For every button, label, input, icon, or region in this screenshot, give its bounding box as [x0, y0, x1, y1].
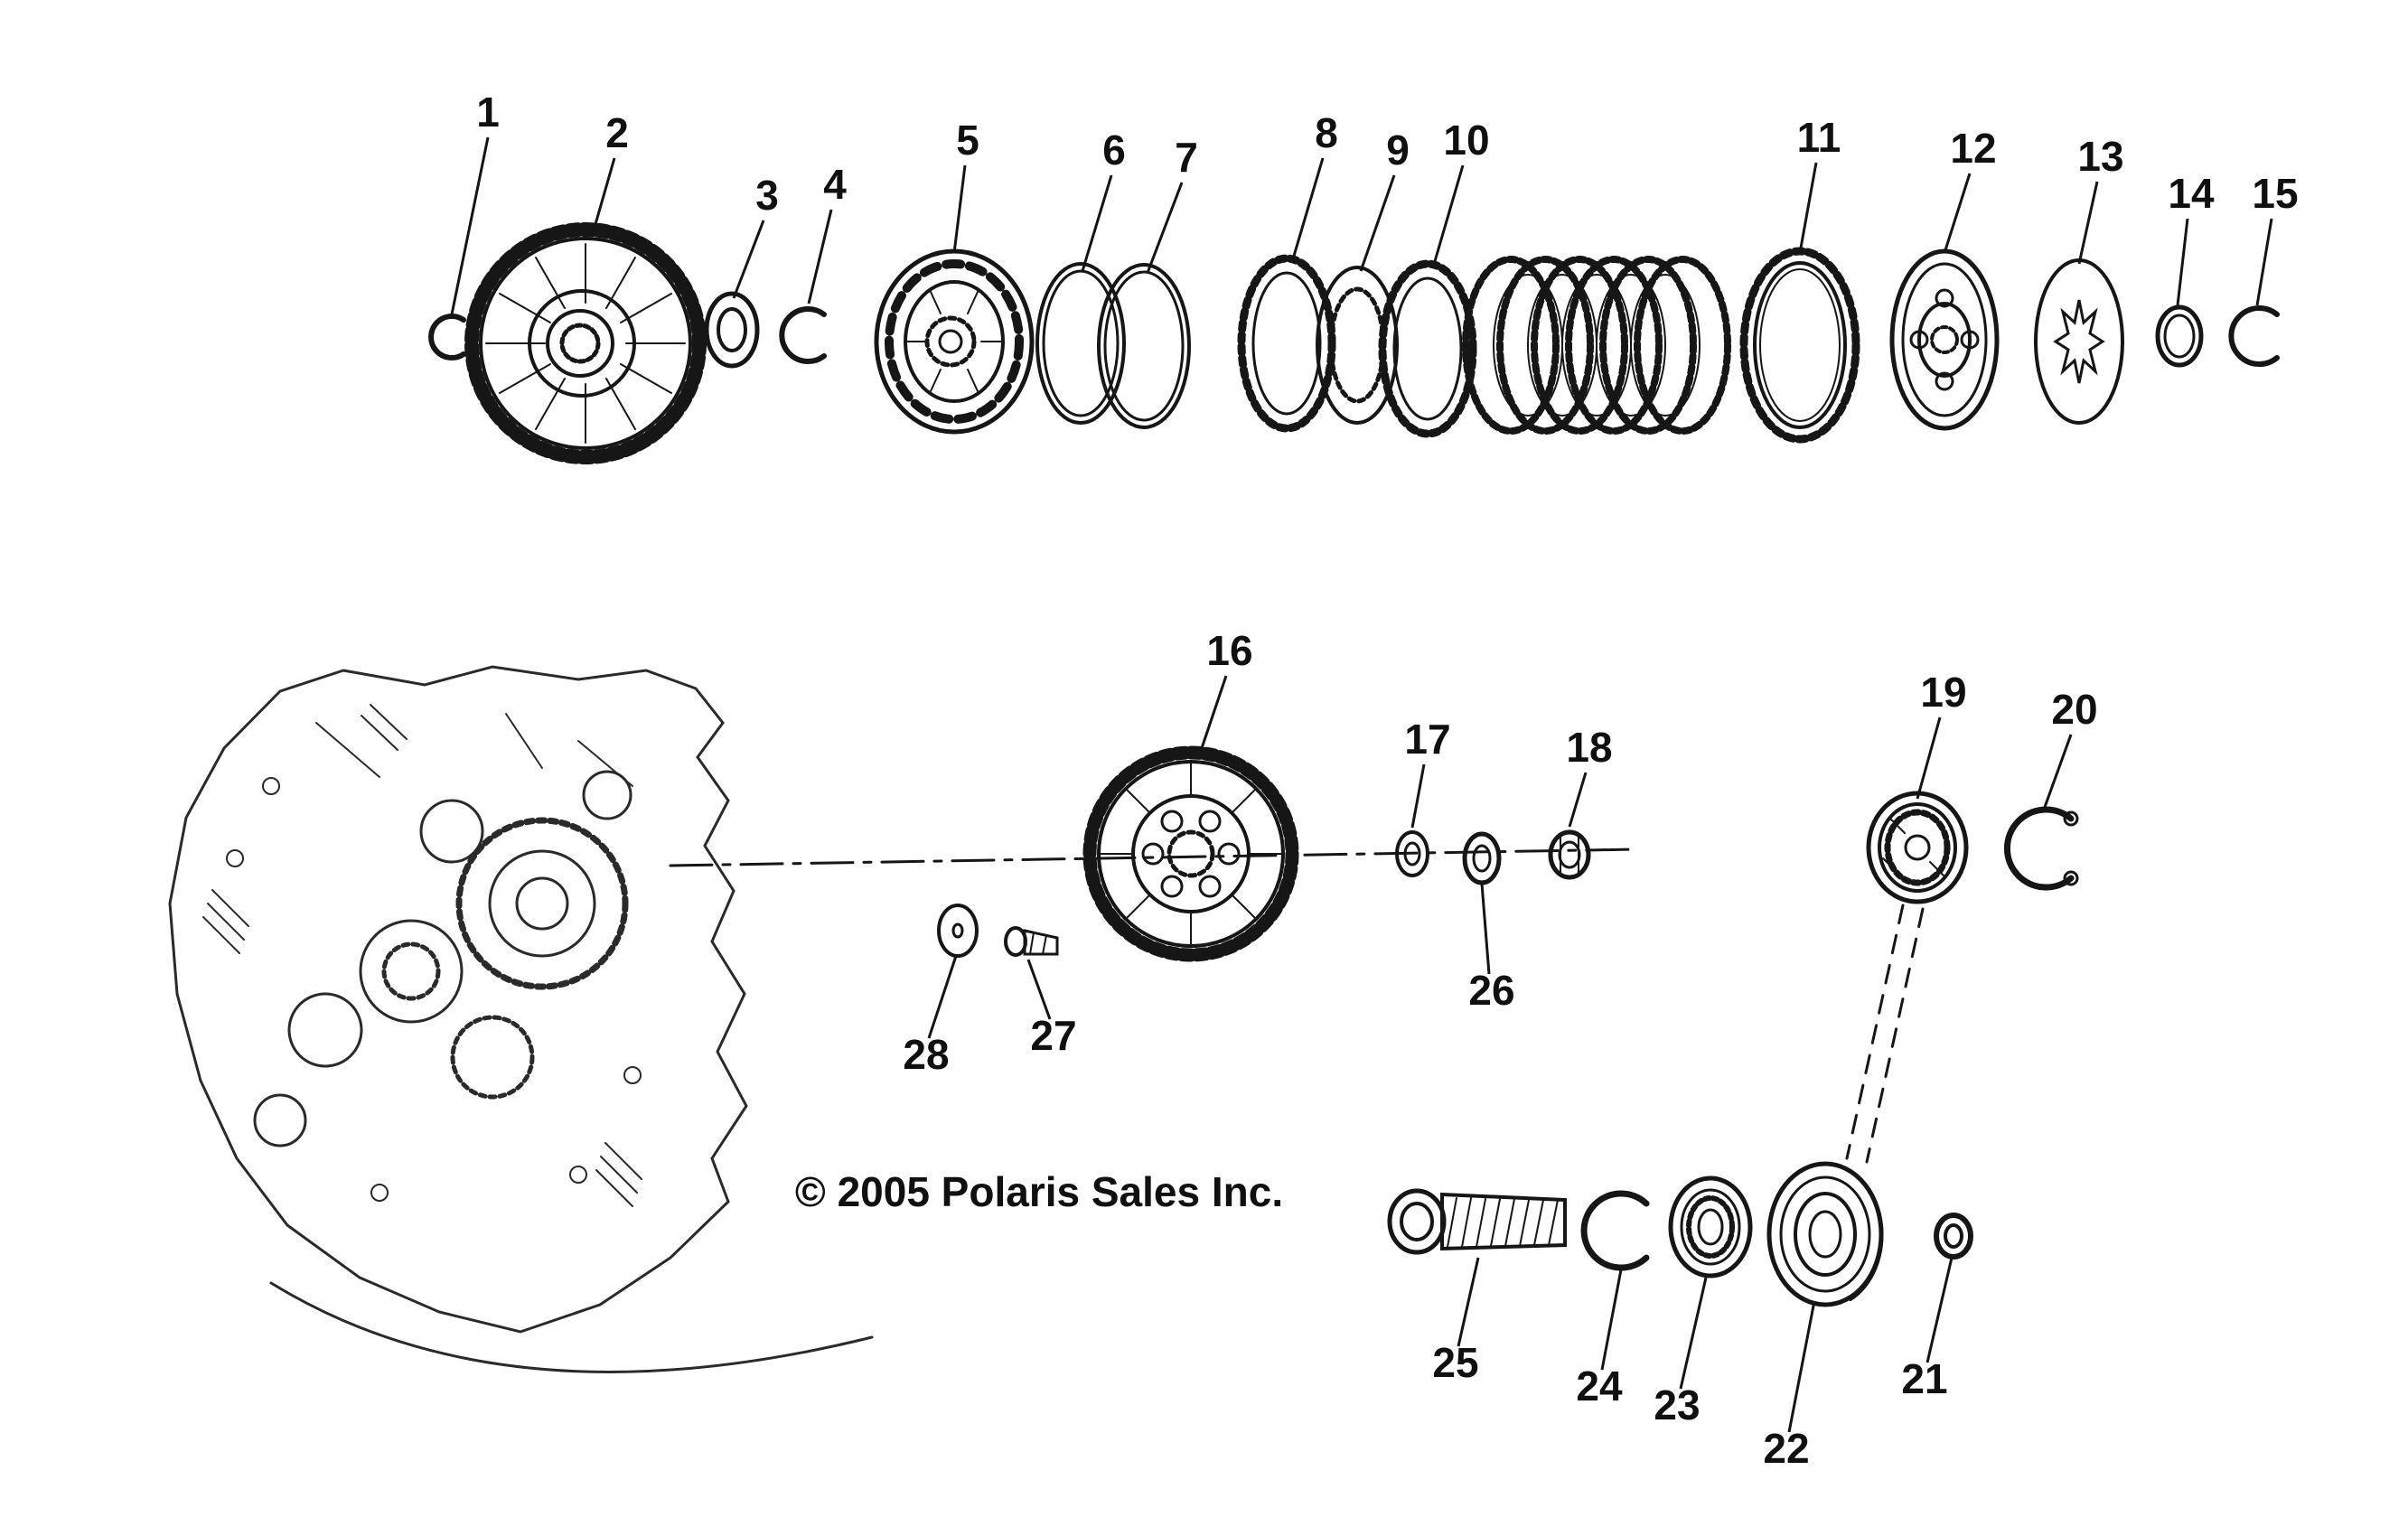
part-6-ring — [1035, 262, 1126, 425]
leader-26 — [1480, 883, 1491, 975]
callout-7: 7 — [1175, 134, 1198, 181]
callout-17: 17 — [1404, 716, 1450, 763]
callout-28: 28 — [903, 1031, 949, 1078]
callout-26: 26 — [1468, 967, 1514, 1014]
leader-7 — [1146, 182, 1184, 274]
callout-24: 24 — [1576, 1363, 1623, 1410]
part-27-bolt — [1004, 926, 1059, 957]
leader-5 — [952, 164, 967, 254]
part-17-washer — [1395, 830, 1429, 877]
leader-21 — [1925, 1257, 1954, 1363]
callout-23: 23 — [1654, 1381, 1700, 1428]
callout-10: 10 — [1443, 117, 1489, 164]
leader-6 — [1081, 174, 1113, 272]
callout-27: 27 — [1030, 1012, 1076, 1059]
leader-9 — [1359, 174, 1396, 272]
part-4-snap-ring — [779, 306, 827, 364]
callouts: 1 2 3 4 5 6 7 8 9 10 11 12 13 14 15 16 1… — [476, 89, 2298, 1472]
leader-15 — [2255, 218, 2273, 306]
leader-17 — [1410, 763, 1426, 829]
leader-13 — [2077, 181, 2099, 265]
part-5-clutch-basket-hub — [874, 248, 1035, 435]
leader-10 — [1431, 164, 1465, 268]
callout-19: 19 — [1920, 669, 1966, 716]
part-15-snap-ring — [2228, 305, 2280, 367]
leader-lines — [450, 136, 2273, 1433]
leader-24 — [1600, 1264, 1624, 1371]
leader-11 — [1798, 162, 1818, 254]
callout-4: 4 — [823, 161, 847, 208]
leader-18 — [1568, 772, 1588, 828]
part-22-release-housing — [1766, 1161, 1884, 1307]
leader-28 — [927, 955, 958, 1039]
leader-3 — [732, 220, 765, 299]
leader-23 — [1679, 1277, 1708, 1390]
part-1-snap-ring — [428, 314, 466, 361]
part-10-friction-plate — [1378, 259, 1477, 438]
part-21-plug-ring — [1934, 1213, 1973, 1260]
callout-13: 13 — [2077, 133, 2123, 180]
part-7-ring — [1097, 263, 1191, 429]
callout-16: 16 — [1206, 627, 1252, 674]
part-18-nut — [1548, 829, 1591, 880]
callout-3: 3 — [755, 172, 779, 219]
callout-6: 6 — [1102, 126, 1126, 173]
part-13-spring-washer — [2034, 258, 2124, 425]
leader-25 — [1457, 1257, 1480, 1347]
copyright-text: © 2005 Polaris Sales Inc. — [795, 1168, 1283, 1215]
leader-19 — [1916, 716, 1942, 800]
leader-8 — [1290, 157, 1325, 263]
leader-14 — [2176, 218, 2189, 306]
leader-12 — [1943, 173, 1972, 254]
part-28-washer — [937, 904, 979, 958]
leader-2 — [590, 157, 616, 238]
callout-2: 2 — [605, 109, 629, 156]
part-12-pressure-plate — [1889, 248, 2000, 431]
callout-11: 11 — [1797, 114, 1841, 161]
callout-14: 14 — [2168, 170, 2215, 217]
part-20-snap-ring — [2003, 806, 2079, 891]
part-26-washer — [1462, 831, 1502, 885]
dashed-link-lines — [1845, 904, 1925, 1164]
callout-5: 5 — [956, 117, 979, 164]
part-19-one-way-bearing — [1866, 791, 1969, 904]
leader-20 — [2042, 734, 2073, 810]
callout-22: 22 — [1763, 1425, 1809, 1472]
callout-20: 20 — [2051, 686, 2097, 733]
callout-21: 21 — [1901, 1355, 1947, 1402]
part-16-clutch-hub-gear — [1082, 745, 1299, 962]
part-3-bearing-spacer — [704, 291, 760, 369]
part-24-snap-ring — [1580, 1190, 1650, 1271]
callout-18: 18 — [1566, 724, 1612, 771]
callout-8: 8 — [1315, 109, 1338, 156]
part-11-toothed-ring — [1739, 247, 1860, 444]
part-23-bearing — [1668, 1175, 1753, 1278]
callout-15: 15 — [2252, 170, 2298, 217]
crankcase-illustration — [168, 665, 874, 1373]
callout-12: 12 — [1950, 125, 1996, 172]
part-2-primary-gear — [464, 222, 707, 464]
callout-1: 1 — [476, 89, 500, 136]
callout-25: 25 — [1432, 1339, 1478, 1386]
leader-16 — [1200, 675, 1228, 749]
leader-27 — [1026, 959, 1052, 1020]
leader-4 — [807, 209, 833, 304]
leader-22 — [1787, 1300, 1816, 1433]
clutch-plate-stack — [1462, 256, 1731, 435]
callout-9: 9 — [1386, 126, 1410, 173]
leader-1 — [450, 136, 490, 315]
part-14-washer-ring — [2155, 304, 2204, 368]
part-25-bolt — [1387, 1188, 1567, 1255]
